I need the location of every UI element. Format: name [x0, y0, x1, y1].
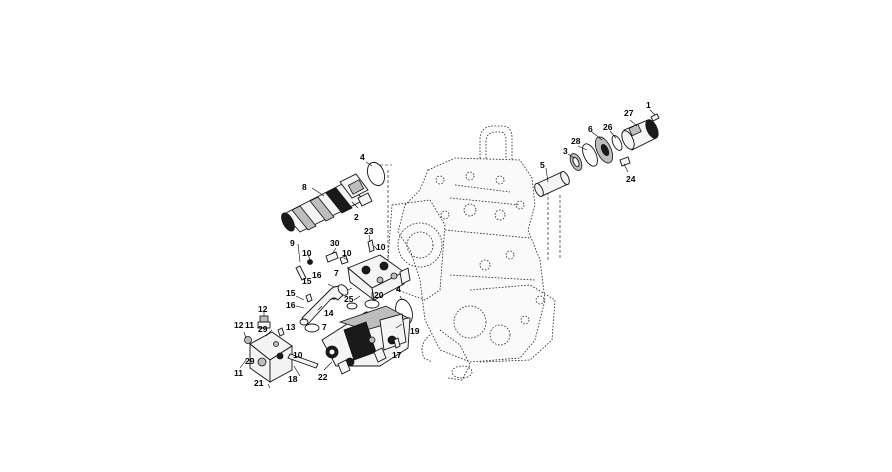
callout-13: 13	[286, 322, 296, 332]
callout-23: 23	[364, 226, 374, 236]
callout-28: 28	[571, 136, 581, 146]
callout-26: 26	[603, 122, 613, 132]
callout-5: 5	[540, 160, 545, 170]
callout-6: 6	[588, 124, 593, 134]
adapter-block	[249, 331, 293, 383]
valve-block	[295, 239, 411, 302]
callout-12-a: 12	[258, 304, 268, 314]
callout-2: 2	[354, 212, 359, 222]
callout-7-a: 7	[334, 268, 339, 278]
callout-labels: 1 27 26 6 28 3 5 24 4 8 2 23 10 9 10 30 …	[234, 100, 651, 388]
right-pump-assembly	[534, 109, 660, 197]
plug	[259, 315, 269, 323]
callout-17: 17	[392, 350, 402, 360]
callout-19: 19	[410, 326, 420, 336]
callout-3: 3	[563, 146, 568, 156]
bolt	[305, 293, 313, 303]
callout-11-b: 11	[234, 368, 243, 378]
callout-4-top: 4	[360, 152, 365, 162]
elbow-pipe	[299, 284, 349, 326]
bolt	[287, 353, 319, 369]
fitting	[393, 337, 401, 349]
callout-4-bottom: 4	[396, 284, 401, 294]
callout-16-b: 16	[286, 300, 296, 310]
transmission-housing	[387, 125, 561, 381]
plug	[257, 321, 271, 329]
callout-10-a: 10	[376, 242, 386, 252]
fitting	[277, 327, 285, 337]
callout-10-c: 10	[342, 248, 352, 258]
callout-29-a: 29	[258, 324, 268, 334]
callout-30: 30	[330, 238, 340, 248]
tandem-pump	[281, 173, 373, 233]
o-ring	[366, 161, 386, 187]
callout-29-b: 29	[245, 356, 255, 366]
callout-9: 9	[290, 238, 295, 248]
callout-10-d: 10	[293, 350, 303, 360]
callout-11-a: 11	[245, 320, 254, 330]
gear-pump	[621, 119, 659, 151]
callout-15-a: 15	[302, 276, 312, 286]
callout-18: 18	[288, 374, 298, 384]
callout-25: 25	[344, 294, 354, 304]
callout-22: 22	[318, 372, 328, 382]
callout-1: 1	[646, 100, 651, 110]
callout-21: 21	[254, 378, 264, 388]
callout-15-b: 15	[286, 288, 296, 298]
callout-14: 14	[324, 308, 334, 318]
plug	[244, 336, 252, 344]
callout-27: 27	[624, 108, 634, 118]
main-hydraulic-pump	[321, 305, 411, 375]
callout-12-b: 12	[234, 320, 244, 330]
callout-8: 8	[302, 182, 307, 192]
o-ring	[364, 299, 380, 309]
shaft-sleeve	[534, 171, 570, 197]
o-ring	[346, 302, 358, 310]
callout-16-a: 16	[312, 270, 322, 280]
callout-10-b: 10	[302, 248, 312, 258]
callout-24: 24	[626, 174, 636, 184]
callout-7-b: 7	[322, 322, 327, 332]
callout-20: 20	[374, 290, 384, 300]
o-ring	[304, 323, 320, 333]
